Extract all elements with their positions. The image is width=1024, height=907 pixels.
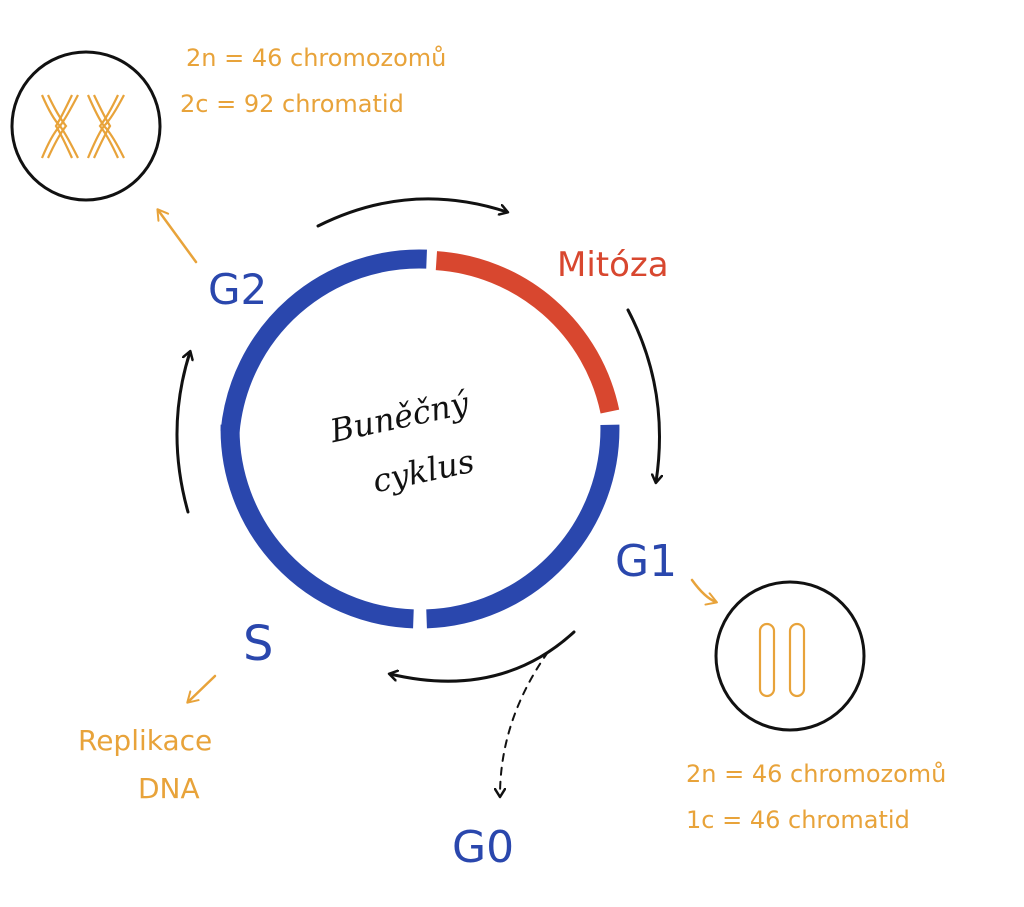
- g2-chromatid-text: 2c = 92 chromatid: [180, 90, 404, 118]
- flow-arrow-right: [626, 308, 660, 482]
- phase-label-g1: G1: [615, 536, 677, 587]
- phase-label-s: S: [243, 616, 273, 672]
- phase-label-g0: G0: [452, 822, 514, 873]
- cycle-ring: [220, 249, 620, 629]
- g2-to-cell-arrow: [156, 208, 198, 264]
- g2-ploidy-text: 2n = 46 chromozomů: [186, 44, 446, 72]
- ring-segment-g2: [220, 249, 427, 433]
- g2-cell: [10, 50, 162, 202]
- phase-label-g2: G2: [208, 265, 267, 314]
- single-chromatid-cell-icon: [758, 622, 806, 698]
- ring-segment-mitosis: [435, 251, 620, 414]
- replication-label-line2: DNA: [138, 772, 200, 805]
- flow-arrow-top: [316, 197, 507, 228]
- cycle-title-line1: Buněčný: [326, 384, 473, 451]
- phase-label-mitosis: Mitóza: [557, 245, 669, 285]
- g1-ploidy-text: 2n = 46 chromozomů: [686, 760, 946, 788]
- s-to-replication-arrow: [186, 674, 217, 704]
- ring-segment-g1: [426, 424, 620, 629]
- g1-cell: [714, 580, 866, 732]
- g0-dashed-arrow: [500, 651, 549, 796]
- duplicated-chromosomes-cell-icon: [40, 94, 125, 159]
- cycle-title-line2: cyklus: [369, 442, 477, 501]
- g1-to-cell-arrow: [690, 578, 718, 606]
- flow-arrow-left: [175, 352, 190, 514]
- replication-label-line1: Replikace: [78, 724, 212, 757]
- flow-arrow-bottom: [390, 630, 576, 683]
- g1-chromatid-text: 1c = 46 chromatid: [686, 806, 910, 834]
- ring-segment-s: [220, 424, 414, 629]
